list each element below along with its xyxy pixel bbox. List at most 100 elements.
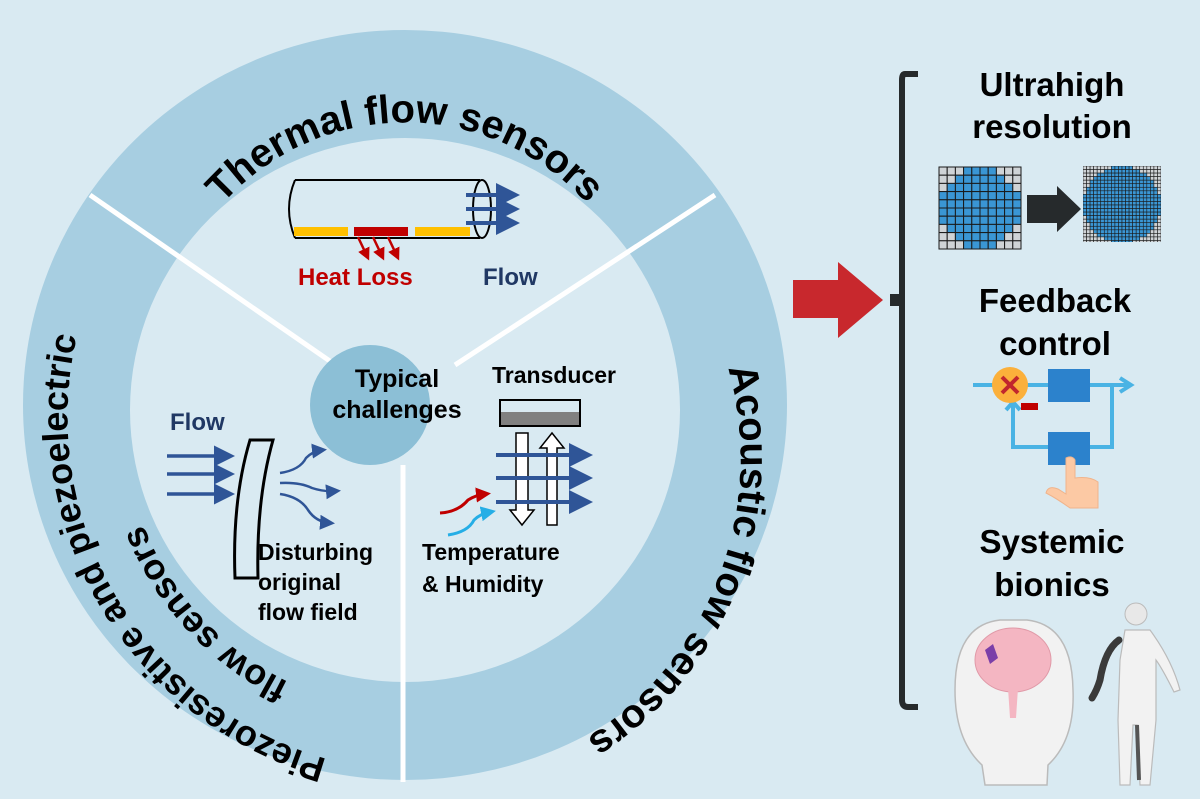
pixel-cell [1121,194,1126,199]
pixel-cell [1114,225,1119,231]
pixel-cell [995,191,1006,201]
transducer-icon [499,399,581,427]
pixel-cell [946,191,956,201]
pixel-cell [1111,197,1116,202]
pixel-cell [995,182,1006,193]
pixel-cell [1157,215,1161,220]
pixel-cell [1012,182,1022,193]
piezo-flow-arrows-icon [167,445,235,505]
pixel-cell [1111,215,1116,220]
pixel-cell [1157,172,1161,177]
pointing-hand-icon [1045,456,1099,509]
pixel-cell [1100,172,1105,177]
pixel-cell [1139,222,1144,227]
pixel-cell [1153,197,1158,202]
pixel-cell [1139,179,1144,185]
sector-dividers [88,192,717,782]
pixel-cell [1089,190,1094,195]
pixel-cell [1107,176,1112,181]
pixel-cell [1139,186,1144,192]
pixel-cell [1150,215,1155,220]
pixel-cell [1096,240,1102,242]
pixel-cell [1086,215,1091,220]
pixel-cell [1142,204,1148,209]
pixel-cell [1100,197,1105,202]
pixel-cell [1089,194,1094,199]
pixel-cell [1083,236,1087,241]
pixel-cell [995,166,1006,176]
pixel-cell [1096,229,1102,234]
pixel-cell [1111,218,1116,224]
disturbing-label-line1: Disturbing [258,539,373,565]
pixel-cell [1153,240,1158,242]
pixel-cell [1125,215,1130,220]
pixel-cell [1100,233,1105,238]
pixel-cell [979,232,989,242]
pixel-cell [1107,208,1112,213]
pixel-cell [1103,211,1109,216]
pixel-cell [1100,225,1105,231]
pixel-cell [1153,204,1158,209]
pixel-cell [971,191,981,201]
pixel-cell [1118,186,1123,192]
pixel-cell [1118,222,1123,227]
pixel-cell [1153,176,1158,181]
pixel-cell [1118,211,1123,216]
pixel-cell [1135,172,1141,177]
pixel-cell [1118,194,1123,199]
pixel-cell [1086,218,1091,224]
pixel-cell [1135,179,1141,185]
pixel-cell [1125,229,1130,234]
pixel-cell [1093,215,1098,220]
pixel-cell [963,240,973,250]
pixel-cell [1121,166,1126,170]
pixel-cell [1157,197,1161,202]
pixel-cell [1125,225,1130,231]
pixel-cell [1118,169,1123,174]
pixel-cell [1083,215,1087,220]
pixel-cell [1150,208,1155,213]
pixel-cell [979,215,989,225]
pixel-cell [1118,172,1123,177]
pixel-cell [938,174,948,184]
pixel-cell [1118,218,1123,224]
pixel-cell [1096,218,1102,224]
pixel-cell [1128,208,1133,213]
pixel-cell [1139,197,1144,202]
pixel-cell [1121,208,1126,213]
pixel-cell [1139,194,1144,199]
pixel-cell [1111,229,1116,234]
pixel-cell [1139,236,1144,241]
pixel-cell [1089,218,1094,224]
pixel-cell [1125,222,1130,227]
pixel-cell [1128,172,1133,177]
pixel-cell [1135,218,1141,224]
disturbing-label-line3: flow field [258,599,358,625]
pixel-cell [1114,218,1119,224]
pixel-cell [1012,232,1022,242]
pixel-cell [987,174,997,184]
fine-pixel-grid-icon [1083,166,1161,242]
pixel-cell [1132,218,1137,224]
pixel-cell [1107,229,1112,234]
pixel-cell [1086,197,1091,202]
pixel-cell [1093,229,1098,234]
pixel-cell [963,215,973,225]
pixel-cell [1157,183,1161,188]
pixel-cell [1153,166,1158,170]
pixel-cell [979,166,989,176]
pixel-cell [1093,208,1098,213]
pixel-cell [1153,172,1158,177]
pixel-cell [1146,176,1151,181]
pixel-cell [1100,236,1105,241]
pixel-cell [1121,201,1126,206]
pixel-cell [1107,201,1112,206]
outcome-feedback-title-line1: Feedback [979,282,1132,319]
pixel-cell [971,182,981,193]
pixel-cell [1111,190,1116,195]
pixel-cell [1086,204,1091,209]
pixel-cell [1107,190,1112,195]
pixel-cell [1093,190,1098,195]
pixel-cell [1150,236,1155,241]
pixel-cell [1004,232,1014,242]
